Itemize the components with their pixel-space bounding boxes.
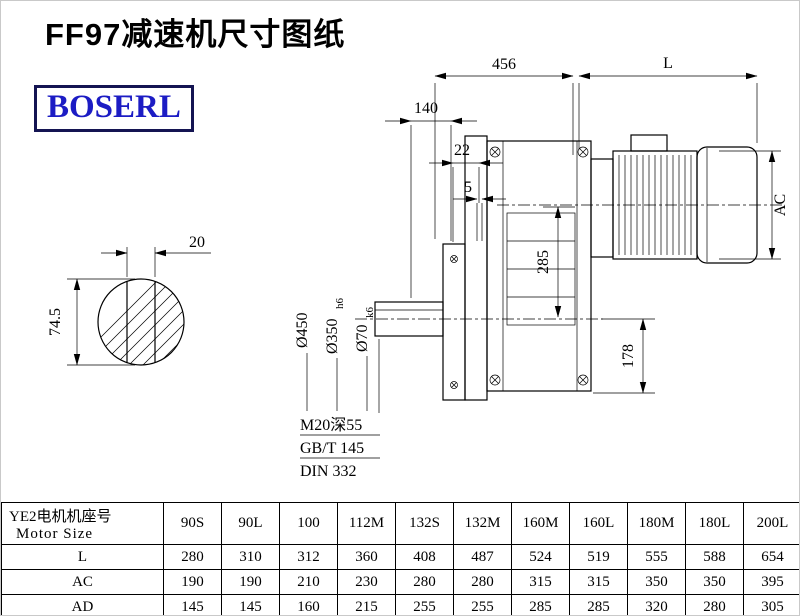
dim-140: 140 <box>385 100 477 298</box>
cell: 305 <box>743 594 799 615</box>
dim-74-5-label: 74.5 <box>47 308 64 336</box>
cell: 315 <box>511 569 570 595</box>
dia-350-label: Ø350 <box>324 318 341 354</box>
cell: 280 <box>685 594 744 615</box>
col-header: 160M <box>511 502 570 545</box>
cell: 145 <box>163 594 222 615</box>
col-header: 200L <box>743 502 799 545</box>
dia-450-label: Ø450 <box>294 312 311 348</box>
note-thread: M20深55 <box>300 416 362 434</box>
dim-5: 5 <box>453 179 506 241</box>
dim-20: 20 <box>101 234 211 277</box>
cell: 280 <box>163 544 222 570</box>
dim-456: 456 <box>434 56 574 239</box>
row-label: AD <box>1 594 164 615</box>
dim-456-label: 456 <box>492 56 516 73</box>
dim-L-label: L <box>663 55 673 72</box>
cell: 588 <box>685 544 744 570</box>
brand-logo: BOSERL <box>34 85 194 133</box>
cell: 145 <box>221 594 280 615</box>
table-header-row: YE2电机机座号 Motor Size 90S 90L 100 112M 132… <box>1 502 799 545</box>
cell: 285 <box>569 594 628 615</box>
cell: 255 <box>453 594 512 615</box>
dim-285-label: 285 <box>535 250 552 274</box>
cell: 310 <box>221 544 280 570</box>
cell: 408 <box>395 544 454 570</box>
cell: 555 <box>627 544 686 570</box>
dim-22: 22 <box>429 142 503 242</box>
cell: 190 <box>163 569 222 595</box>
cell: 320 <box>627 594 686 615</box>
motor-size-header-cn: YE2电机机座号 <box>9 508 112 525</box>
dia-350-tolerance: h6 <box>334 298 346 310</box>
motor-size-header-en: Motor Size <box>16 525 94 542</box>
cell: 190 <box>221 569 280 595</box>
cell: 312 <box>279 544 338 570</box>
dim-178: 178 <box>593 318 655 394</box>
table-row-AD: AD 145 145 160 215 255 255 285 285 320 2… <box>1 594 799 615</box>
col-header: 180L <box>685 502 744 545</box>
dim-5-label: 5 <box>464 179 472 196</box>
col-header: 180M <box>627 502 686 545</box>
motor-fins <box>618 155 692 255</box>
output-shaft <box>355 301 603 337</box>
cell: 350 <box>627 569 686 595</box>
col-header: 112M <box>337 502 396 545</box>
thread-notes: M20深55 GB/T 145 DIN 332 <box>300 416 380 480</box>
shaft-section-view: 20 74.5 <box>47 234 211 366</box>
housing-bolt-icon <box>489 146 589 386</box>
cell: 315 <box>569 569 628 595</box>
cell: 524 <box>511 544 570 570</box>
note-gb-standard: GB/T 145 <box>300 440 364 457</box>
dim-285: 285 <box>535 206 575 318</box>
col-header: 160L <box>569 502 628 545</box>
cell: 350 <box>685 569 744 595</box>
flange-bolt-icon <box>450 255 458 389</box>
row-label: L <box>1 544 164 570</box>
cell: 255 <box>395 594 454 615</box>
table-row-AC: AC 190 190 210 230 280 280 315 315 350 3… <box>1 569 799 595</box>
cell: 210 <box>279 569 338 595</box>
page-title: FF97减速机尺寸图纸 <box>45 17 346 52</box>
table-row-L: L 280 310 312 360 408 487 524 519 555 58… <box>1 544 799 570</box>
cell: 215 <box>337 594 396 615</box>
dim-178-label: 178 <box>620 344 637 368</box>
cell: 395 <box>743 569 799 595</box>
diameter-callouts: Ø450 Ø350 h6 Ø70 k6 <box>294 298 380 413</box>
technical-drawing: 20 74.5 <box>47 55 789 480</box>
cell: 487 <box>453 544 512 570</box>
mounting-flange <box>442 243 466 401</box>
motor-dimension-table: YE2电机机座号 Motor Size 90S 90L 100 112M 132… <box>1 502 799 615</box>
motor <box>590 134 758 264</box>
terminal-box <box>630 134 668 152</box>
cell: 230 <box>337 569 396 595</box>
col-header: 132S <box>395 502 454 545</box>
dia-70-tolerance: k6 <box>364 307 376 319</box>
cell: 360 <box>337 544 396 570</box>
dim-AC-label: AC <box>772 194 789 216</box>
dim-140-label: 140 <box>414 100 438 117</box>
cell: 280 <box>453 569 512 595</box>
row-label: AC <box>1 569 164 595</box>
dim-AC: AC <box>719 150 789 260</box>
col-header: 90S <box>163 502 222 545</box>
note-din-standard: DIN 332 <box>300 463 356 480</box>
gearbox-housing <box>442 135 783 401</box>
cell: 280 <box>395 569 454 595</box>
dim-74-5: 74.5 <box>47 278 135 366</box>
fan-cover <box>696 146 758 264</box>
motor-adapter <box>590 158 614 258</box>
cell: 519 <box>569 544 628 570</box>
dia-70-label: Ø70 <box>354 324 371 352</box>
motor-size-header: YE2电机机座号 Motor Size <box>1 502 164 545</box>
dim-22-label: 22 <box>454 142 470 159</box>
cell: 654 <box>743 544 799 570</box>
col-header: 100 <box>279 502 338 545</box>
dim-20-label: 20 <box>189 234 205 251</box>
dim-L: L <box>578 55 758 149</box>
cell: 285 <box>511 594 570 615</box>
col-header: 90L <box>221 502 280 545</box>
cell: 160 <box>279 594 338 615</box>
col-header: 132M <box>453 502 512 545</box>
